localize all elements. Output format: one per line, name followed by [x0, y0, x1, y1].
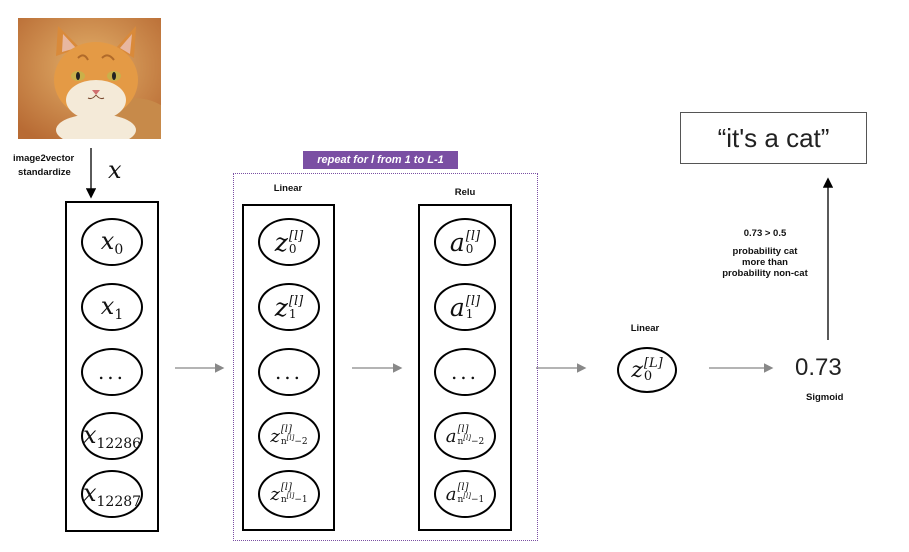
- relu-node-1-scripts: [l]1: [466, 295, 480, 320]
- relu-node-0-sub: 0: [465, 241, 474, 256]
- input-node-ellipsis: ...: [81, 348, 143, 396]
- vector-symbol: x: [108, 156, 122, 184]
- linear-node-4-expr: z[l]n[l]−1: [270, 483, 307, 505]
- input-node-12286: x12286: [81, 412, 143, 460]
- relu-node-4-expr: a[l]n[l]−1: [446, 483, 485, 505]
- sigmoid-value: 0.73: [795, 354, 842, 381]
- linear-node-4-scripts: [l]n[l]−1: [281, 483, 308, 505]
- linear-node-1-sub: 1: [288, 306, 297, 321]
- input-node-0-sub: 0: [114, 241, 124, 258]
- result-text: “it's a cat”: [717, 122, 830, 153]
- decision-line-4: probability non-cat: [722, 268, 808, 279]
- relu-node-4-sup: [l]: [457, 482, 469, 493]
- decision-line-3: more than: [742, 257, 788, 268]
- image-label-line1: image2vector: [13, 153, 75, 164]
- linear-node-0: z[l]0: [258, 218, 320, 266]
- relu-node-1-expr: a[l]1: [450, 293, 480, 322]
- linear-node-1-scripts: [l]1: [289, 295, 303, 320]
- decision-threshold: 0.73 > 0.5: [743, 228, 787, 239]
- relu-node-0-scripts: [l]0: [466, 230, 480, 255]
- linear-node-0-sup: [l]: [288, 228, 304, 244]
- relu-node-2: ...: [434, 348, 496, 396]
- relu-node-3: a[l]n[l]−2: [434, 412, 496, 460]
- input-node-0-base: x: [100, 226, 115, 255]
- output-node-expr: z [L] 0: [631, 357, 662, 383]
- relu-node-1-sub: 1: [465, 306, 474, 321]
- input-node-ellipsis-text: ...: [97, 360, 127, 384]
- linear-node-4-base: z: [270, 483, 280, 505]
- input-node-12286-sub: 12286: [96, 435, 142, 452]
- relu-node-4-scripts: [l]n[l]−1: [457, 483, 484, 505]
- relu-node-3-sup: [l]: [457, 424, 469, 435]
- input-node-1-sub: 1: [114, 306, 124, 323]
- linear-node-1: z[l]1: [258, 283, 320, 331]
- linear-node-3-base: z: [270, 425, 280, 447]
- linear-node-3-expr: z[l]n[l]−2: [270, 425, 307, 447]
- result-box: “it's a cat”: [680, 112, 867, 164]
- linear-node-4: z[l]n[l]−1: [258, 470, 320, 518]
- sigmoid-label: Sigmoid: [806, 392, 844, 403]
- decision-line-2: probability cat: [732, 246, 798, 257]
- linear-node-3-sup: [l]: [280, 424, 292, 435]
- input-node-1-base: x: [100, 291, 115, 320]
- linear-node-4-sup: [l]: [280, 482, 292, 493]
- input-node-12287-base: x: [82, 478, 97, 507]
- input-node-1: x1: [81, 283, 143, 331]
- input-node-0: x0: [81, 218, 143, 266]
- output-node: z [L] 0: [617, 347, 677, 393]
- repeat-banner: repeat for l from 1 to L-1: [303, 151, 458, 169]
- relu-node-3-sub: n[l]−2: [457, 434, 485, 447]
- linear-node-0-sub: 0: [288, 241, 297, 256]
- relu-layer-label: Relu: [454, 187, 476, 198]
- relu-node-0-base: a: [449, 227, 465, 257]
- output-node-base: z: [631, 357, 643, 383]
- linear-node-0-scripts: [l]0: [289, 230, 303, 255]
- input-node-12286-base: x: [82, 420, 97, 449]
- linear-layer-label: Linear: [273, 183, 303, 194]
- output-node-sub: 0: [643, 369, 653, 384]
- relu-node-ellipsis-text: ...: [450, 360, 480, 384]
- linear-node-2: ...: [258, 348, 320, 396]
- linear-node-1-base: z: [274, 292, 288, 322]
- linear-node-3: z[l]n[l]−2: [258, 412, 320, 460]
- linear-node-1-sup: [l]: [288, 293, 304, 309]
- linear-node-ellipsis-text: ...: [274, 360, 304, 384]
- relu-node-3-base: a: [445, 425, 457, 447]
- cat-illustration: [18, 18, 161, 139]
- output-node-sup: [L]: [643, 356, 663, 371]
- linear-node-3-scripts: [l]n[l]−2: [281, 425, 308, 447]
- relu-node-1: a[l]1: [434, 283, 496, 331]
- relu-node-4-base: a: [445, 483, 457, 505]
- linear-node-4-sub: n[l]−1: [280, 492, 308, 505]
- output-node-scripts: [L] 0: [644, 357, 663, 383]
- relu-node-1-sup: [l]: [465, 293, 481, 309]
- input-node-12287: x12287: [81, 470, 143, 518]
- linear-node-0-expr: z[l]0: [275, 228, 303, 257]
- relu-node-3-scripts: [l]n[l]−2: [457, 425, 484, 447]
- relu-node-3-expr: a[l]n[l]−2: [446, 425, 485, 447]
- image-label-line2: standardize: [18, 167, 71, 178]
- relu-node-1-base: a: [449, 292, 465, 322]
- relu-node-0-expr: a[l]0: [450, 228, 480, 257]
- cat-image: [18, 18, 161, 139]
- relu-node-0: a[l]0: [434, 218, 496, 266]
- relu-node-4-sub: n[l]−1: [457, 492, 485, 505]
- repeat-region-box: [233, 173, 538, 541]
- relu-node-0-sup: [l]: [465, 228, 481, 244]
- linear-node-3-sub: n[l]−2: [280, 434, 308, 447]
- input-node-12287-sub: 12287: [96, 493, 142, 510]
- linear-node-0-base: z: [274, 227, 288, 257]
- output-linear-label: Linear: [630, 323, 660, 334]
- relu-node-4: a[l]n[l]−1: [434, 470, 496, 518]
- linear-node-1-expr: z[l]1: [275, 293, 303, 322]
